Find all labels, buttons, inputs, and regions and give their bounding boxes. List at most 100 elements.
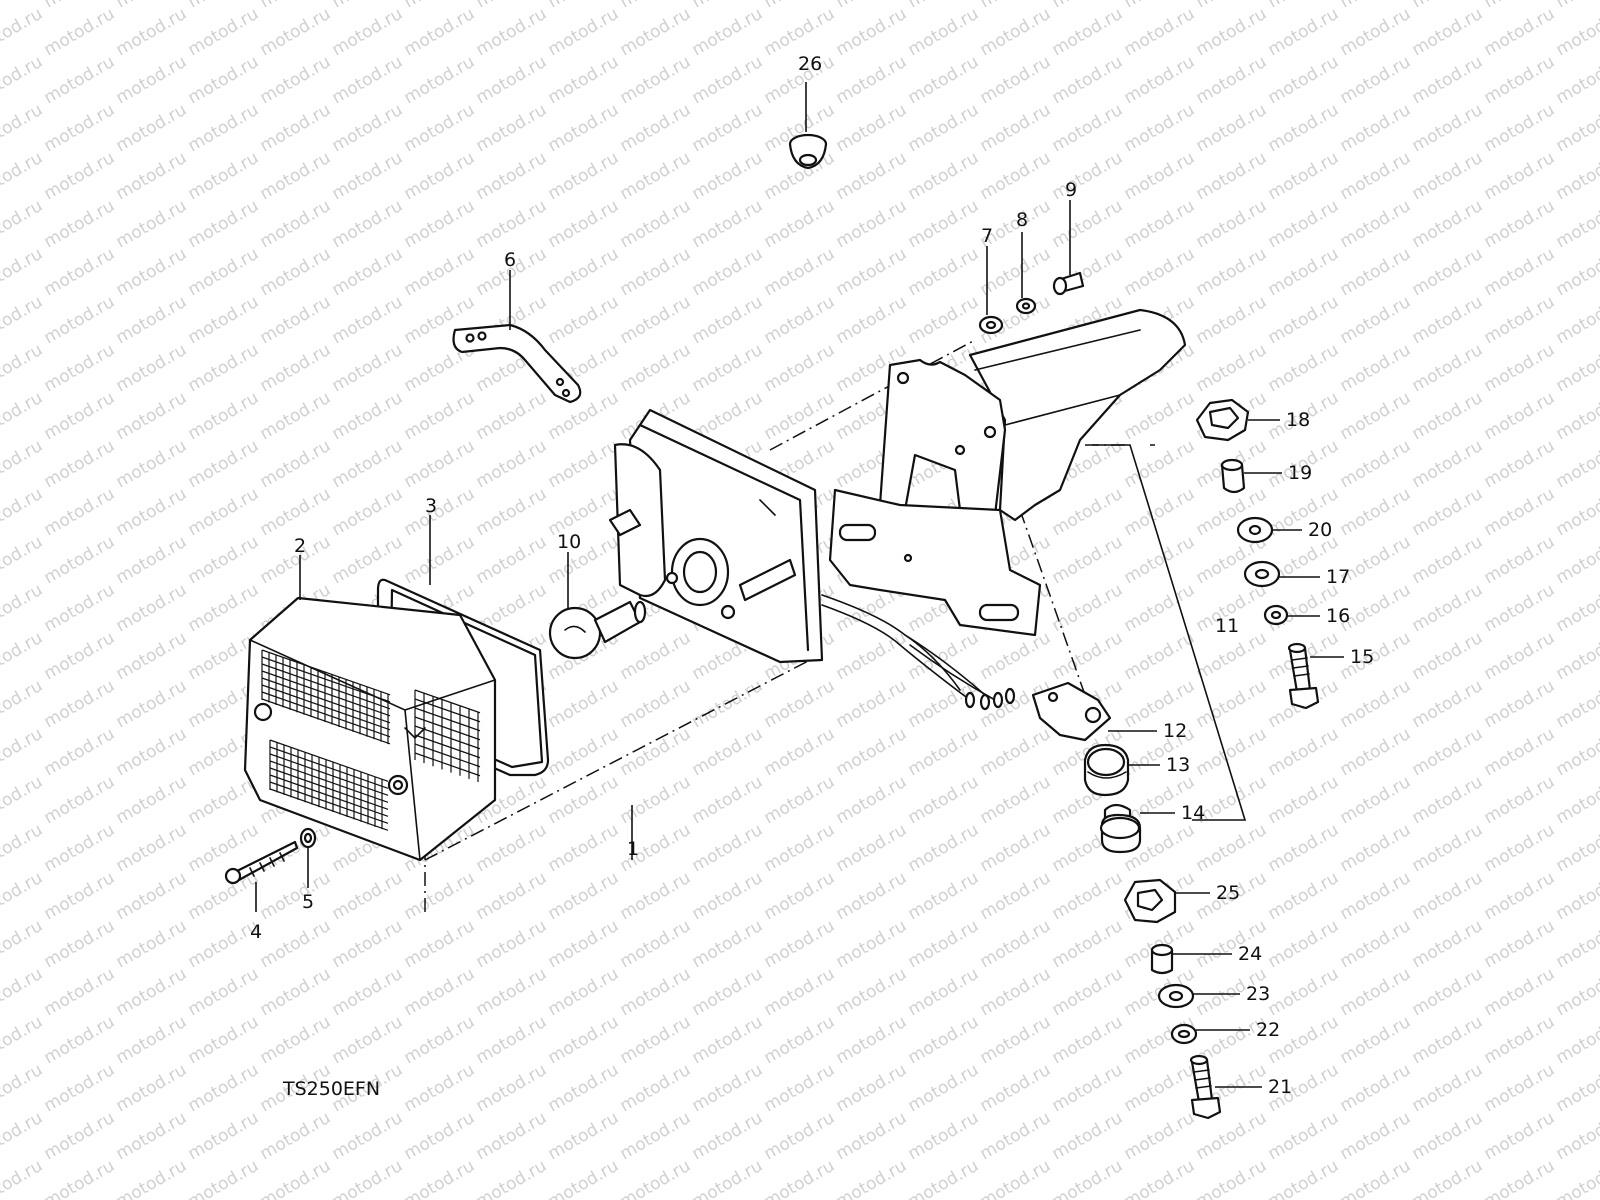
- watermark-text: motod.ru: [1553, 820, 1600, 876]
- part-6-bracket: [452, 323, 582, 404]
- watermark-text: motod.ru: [1553, 148, 1600, 204]
- watermark-text: motod.ru: [0, 724, 46, 780]
- callout-21: 21: [1268, 1076, 1292, 1098]
- watermark-text: motod.ru: [0, 4, 46, 60]
- hatch-line: [414, 752, 481, 777]
- watermark-text: motod.ru: [1553, 1012, 1600, 1068]
- watermark-text: motod.ru: [1553, 196, 1600, 252]
- watermark-text: motod.ru: [1553, 1060, 1600, 1116]
- watermark-text: motod.ru: [0, 196, 46, 252]
- hatch-line: [269, 767, 389, 810]
- callout-1: 1: [627, 838, 639, 860]
- watermark-text: motod.ru: [0, 436, 46, 492]
- callout-15: 15: [1350, 646, 1374, 668]
- watermark-text: motod.ru: [0, 484, 46, 540]
- part-25-nut: [1123, 878, 1177, 924]
- callout-24: 24: [1238, 943, 1262, 965]
- hatch-line: [414, 698, 481, 723]
- hatch-line: [261, 670, 391, 717]
- part-18-nut: [1195, 398, 1250, 442]
- watermark-text: motod.ru: [0, 676, 46, 732]
- part-8-lock-washer: [1015, 297, 1037, 315]
- hatch-line: [261, 649, 391, 696]
- watermark-text: motod.ru: [1553, 436, 1600, 492]
- watermark-text: motod.ru: [1553, 100, 1600, 156]
- watermark-text: motod.ru: [0, 628, 46, 684]
- callout-11: 11: [1215, 615, 1239, 637]
- part-26-grommet: [788, 133, 828, 170]
- part-24-spacer: [1150, 943, 1174, 975]
- part-13-grommet: [1083, 743, 1130, 797]
- hatch-line: [269, 746, 389, 789]
- watermark-text: motod.ru: [1553, 244, 1600, 300]
- watermark-text: motod.ru: [0, 532, 46, 588]
- part-11-mount-bracket: [828, 308, 1187, 637]
- hatch-line: [269, 788, 389, 831]
- part-17-washer: [1243, 560, 1281, 588]
- watermark-text: motod.ru: [0, 1060, 46, 1116]
- watermark-text: motod.ru: [1553, 772, 1600, 828]
- watermark-text: motod.ru: [0, 1108, 46, 1164]
- lens-hatching: [261, 649, 481, 831]
- watermark-text: motod.ru: [0, 52, 46, 108]
- callout-6: 6: [504, 249, 516, 271]
- watermark-text: motod.ru: [1553, 916, 1600, 972]
- hatch-line: [261, 656, 391, 703]
- hatch-line: [414, 689, 481, 714]
- watermark-text: motod.ru: [1553, 532, 1600, 588]
- callout-8: 8: [1016, 209, 1028, 231]
- callout-5: 5: [302, 891, 314, 913]
- hatch-line: [414, 743, 481, 768]
- part-15-bolt: [1287, 642, 1320, 710]
- part-2-lens: [243, 596, 497, 862]
- wiring-harness: [821, 594, 1016, 711]
- part-1-lamp-housing: [608, 408, 824, 664]
- callout-7: 7: [981, 225, 993, 247]
- watermark-text: motod.ru: [1553, 484, 1600, 540]
- watermark-text: motod.ru: [0, 580, 46, 636]
- part-22-lock-washer: [1170, 1023, 1198, 1045]
- watermark-text: motod.ru: [1553, 292, 1600, 348]
- watermark-text: motod.ru: [0, 100, 46, 156]
- part-5-washer: [299, 827, 317, 849]
- model-label: TS250EFN: [282, 1078, 380, 1100]
- watermark-text: motod.ru: [0, 244, 46, 300]
- callout-10: 10: [557, 531, 581, 553]
- callout-13: 13: [1166, 754, 1190, 776]
- part-10-bulb: [548, 600, 647, 660]
- leader-lines: [255, 82, 1344, 1088]
- part-16-lock-washer: [1263, 604, 1289, 626]
- hatch-line: [261, 677, 391, 724]
- part-21-bolt: [1189, 1054, 1222, 1120]
- part-9-screw: [1052, 271, 1085, 296]
- watermark-text: motod.ru: [0, 1156, 46, 1200]
- part-19-spacer: [1220, 458, 1246, 494]
- watermark-text: motod.ru: [1553, 868, 1600, 924]
- watermark-text: motod.ru: [1553, 0, 1600, 12]
- watermark-text: motod.ru: [1553, 4, 1600, 60]
- part-7-washer: [978, 315, 1004, 335]
- part-23-washer: [1157, 983, 1195, 1009]
- part-4-screw: [224, 840, 299, 885]
- callout-26: 26: [798, 53, 822, 75]
- hatch-line: [261, 698, 391, 745]
- watermark-text: motod.ru: [1553, 1108, 1600, 1164]
- callout-3: 3: [425, 495, 437, 517]
- watermark-text: motod.ru: [1553, 628, 1600, 684]
- callout-12: 12: [1163, 720, 1187, 742]
- watermark-text: motod.ru: [1553, 52, 1600, 108]
- hatch-line: [261, 684, 391, 731]
- callout-19: 19: [1288, 462, 1312, 484]
- watermark-text: motod.ru: [1553, 964, 1600, 1020]
- hatch-line: [261, 691, 391, 738]
- hatch-line: [269, 774, 389, 817]
- callout-14: 14: [1181, 802, 1205, 824]
- watermark-text: motod.ru: [1553, 676, 1600, 732]
- hatch-line: [269, 760, 389, 803]
- hatch-line: [414, 734, 481, 759]
- hatch-line: [269, 781, 389, 824]
- callout-25: 25: [1216, 882, 1240, 904]
- watermark-text: motod.ru: [1553, 340, 1600, 396]
- watermark-text: motod.ru: [1553, 388, 1600, 444]
